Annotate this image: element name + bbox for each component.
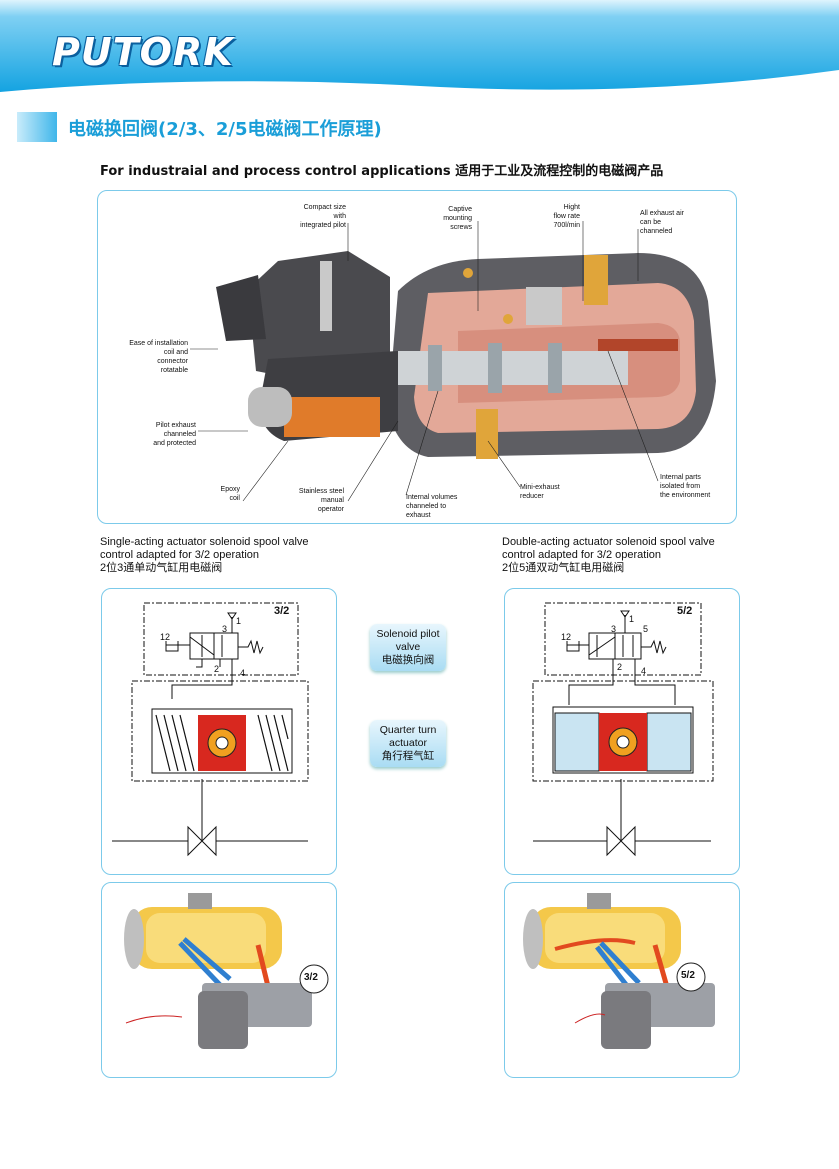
right-photo-panel: 5/2	[504, 882, 740, 1078]
label-internal-volumes: Internal volumes channeled to exhaust	[406, 494, 458, 519]
left-caption-line3: 2位3通单动气缸用电磁阀	[100, 562, 223, 574]
quarter-turn-cn: 角行程气缸	[381, 750, 435, 762]
valve-cutaway-illustration	[190, 221, 716, 502]
left-diagram-tag: 3/2	[274, 605, 290, 617]
label-internal-parts: Internal parts isolated from the environ…	[660, 474, 711, 499]
right-port-4: 4	[641, 666, 647, 676]
header-banner	[0, 0, 839, 92]
right-caption-line1: Double-acting actuator solenoid spool va…	[502, 536, 715, 548]
right-caption: Double-acting actuator solenoid spool va…	[502, 536, 762, 575]
title-marker	[17, 112, 57, 142]
left-caption: Single-acting actuator solenoid spool va…	[100, 536, 360, 575]
label-mini-exhaust: Mini-exhaust reducer	[520, 484, 560, 500]
left-photo-tag: 3/2	[304, 972, 318, 983]
right-caption-line2: control adapted for 3/2 operation	[502, 549, 662, 561]
solenoid-pilot-cn: 电磁换向阀	[381, 654, 435, 666]
single-acting-schematic	[112, 602, 309, 857]
single-acting-assembly-illustration	[124, 893, 329, 1049]
solenoid-pilot-en: Solenoid pilot valve	[376, 628, 440, 653]
label-compact-size: Compact size with integrated pilot	[300, 204, 346, 229]
double-acting-schematic	[532, 602, 714, 857]
right-diagram-tag: 5/2	[677, 605, 693, 617]
right-port-2: 2	[617, 662, 623, 672]
left-port-12: 12	[160, 632, 171, 642]
label-epoxy-coil: Epoxy coil	[220, 486, 240, 502]
left-port-3: 3	[222, 624, 228, 634]
left-photo-panel: 3/2	[101, 882, 337, 1078]
right-port-12: 12	[561, 632, 572, 642]
double-acting-assembly-illustration	[523, 893, 715, 1049]
right-caption-line3: 2位5通双动气缸电用磁阀	[502, 562, 625, 574]
label-stainless-operator: Stainless steel manual operator	[298, 488, 344, 513]
label-exhaust-air: All exhaust air can be channeled	[640, 210, 684, 235]
label-captive-screws: Captive mounting screws	[443, 206, 472, 231]
solenoid-pilot-label: Solenoid pilot valve 电磁换向阀	[370, 624, 446, 671]
right-port-1: 1	[629, 614, 635, 624]
left-caption-line1: Single-acting actuator solenoid spool va…	[100, 536, 309, 548]
left-schematic-panel: 3/2 12 3 1 2 4	[101, 588, 337, 875]
right-photo-tag: 5/2	[681, 970, 695, 981]
quarter-turn-label: Quarter turn actuator 角行程气缸	[370, 720, 446, 767]
label-pilot-exhaust: Pilot exhaust channeled and protected	[153, 422, 196, 447]
right-port-5: 5	[643, 624, 649, 634]
page-title: 电磁换回阀(2/3、2/5电磁阀工作原理)	[68, 119, 382, 140]
label-flow-rate: Hight flow rate 700l/min	[553, 204, 580, 229]
right-schematic-panel: 5/2 12 3 1 5 2 4	[504, 588, 740, 875]
left-port-2: 2	[214, 664, 220, 674]
left-port-1: 1	[236, 616, 242, 626]
left-port-4: 4	[240, 668, 246, 678]
page-subtitle: For industraial and process control appl…	[100, 164, 664, 179]
brand-logo: PUTORK	[52, 30, 234, 74]
left-caption-line2: control adapted for 3/2 operation	[100, 549, 260, 561]
cutaway-panel: Compact size with integrated pilot Capti…	[97, 190, 737, 524]
right-port-3: 3	[611, 624, 617, 634]
quarter-turn-en: Quarter turn actuator	[379, 724, 437, 749]
label-ease-installation: Ease of installation coil and connector …	[129, 340, 188, 374]
